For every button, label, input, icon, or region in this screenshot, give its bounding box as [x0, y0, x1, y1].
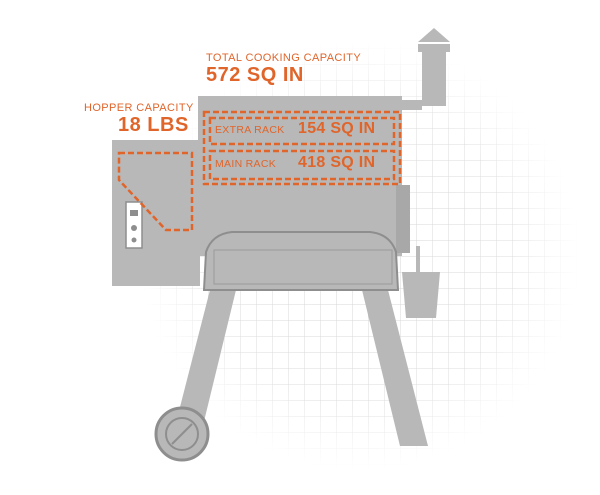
wheel-icon [154, 406, 210, 462]
main-rack-title: MAIN RACK [215, 158, 277, 170]
hopper-outline [117, 151, 194, 232]
grease-bucket [402, 246, 440, 318]
capacity-outlines [117, 110, 402, 232]
extra-rack-outline [208, 116, 396, 146]
total-capacity-value: 572 SQ IN [206, 64, 304, 86]
total-capacity-outline [202, 110, 402, 186]
extra-rack-title: EXTRA RACK [215, 124, 285, 136]
hopper-capacity-title: HOPPER CAPACITY [84, 102, 194, 114]
main-rack-outline [208, 149, 396, 181]
hopper-capacity-value: 18 LBS [118, 114, 189, 136]
total-capacity-title: TOTAL COOKING CAPACITY [206, 52, 362, 64]
hopper [112, 140, 200, 286]
main-rack-value: 418 SQ IN [298, 154, 376, 171]
grill-body [198, 96, 410, 256]
extra-rack-value: 154 SQ IN [298, 120, 376, 137]
chimney-icon [400, 28, 450, 110]
grill-shelf [202, 231, 400, 291]
